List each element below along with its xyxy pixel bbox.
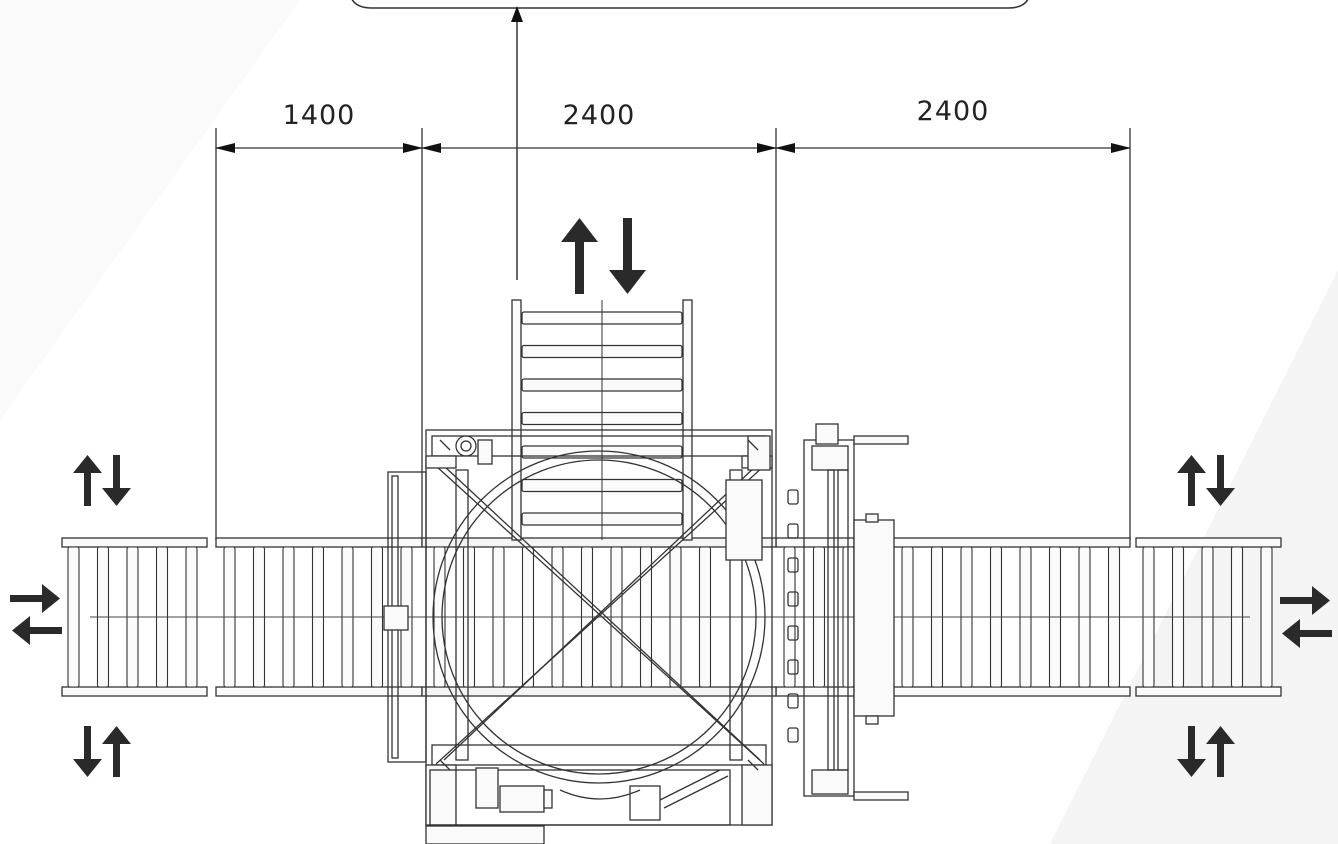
side-pad <box>787 523 799 539</box>
dimension-label-2: 2400 <box>563 100 636 131</box>
turntable-frame <box>383 429 773 844</box>
dimension-label-3: 2400 <box>917 96 990 127</box>
side-pad <box>787 591 799 607</box>
dimension-lines <box>215 128 1131 540</box>
transfer-conveyor <box>511 299 693 541</box>
roller <box>67 546 80 688</box>
side-pad <box>787 625 799 641</box>
up-down-arrows-icon <box>1177 726 1235 777</box>
left-right-arrows-icon <box>10 584 62 645</box>
left-right-arrows-icon <box>1280 586 1332 648</box>
up-down-arrows-icon <box>73 726 131 777</box>
roller <box>1260 546 1273 688</box>
side-pad <box>787 727 799 743</box>
callout-bubble <box>351 0 1029 280</box>
dimension-label-1: 1400 <box>283 100 356 131</box>
side-pad <box>787 659 799 675</box>
up-down-arrows-icon <box>73 455 131 506</box>
up-down-arrows-icon <box>561 218 646 294</box>
conveyor-rails <box>61 537 1282 697</box>
side-pad <box>787 489 799 505</box>
side-pad <box>787 557 799 573</box>
side-pad <box>787 693 799 709</box>
direction-arrows <box>10 218 1332 777</box>
side-unit <box>787 423 909 801</box>
up-down-arrows-icon <box>1177 455 1235 506</box>
